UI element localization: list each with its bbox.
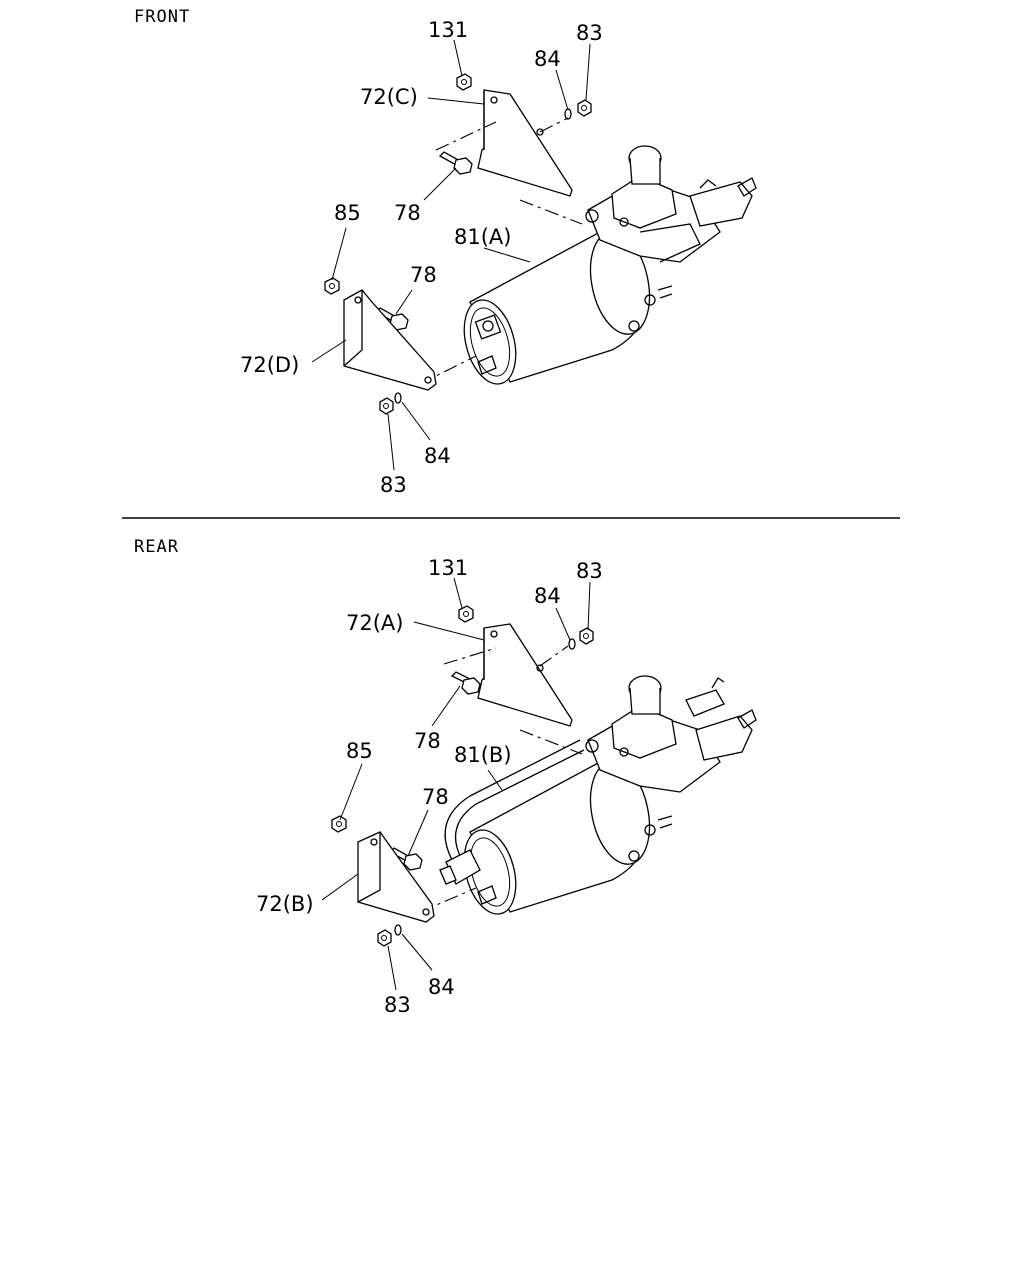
front-section: FRONT <box>134 7 757 497</box>
label-78-top: 78 <box>414 729 441 753</box>
label-84-bottom: 84 <box>424 444 451 468</box>
bolt-78-mid-front <box>374 307 409 331</box>
nut-83-top-rear <box>579 627 594 645</box>
washer-84-top-front <box>564 108 572 120</box>
bolt-78-top-rear <box>450 671 481 695</box>
label-78-mid: 78 <box>422 785 449 809</box>
washer-84-bottom-rear <box>394 924 402 936</box>
bracket-72c <box>477 89 573 197</box>
nut-83-bottom-front <box>379 397 394 415</box>
label-84-top: 84 <box>534 584 561 608</box>
starter-motor-front <box>463 145 757 385</box>
nut-85-rear <box>331 815 347 833</box>
label-72b: 72(B) <box>256 892 314 916</box>
washer-84-top-rear <box>568 638 576 650</box>
label-131: 131 <box>428 18 468 42</box>
label-72a: 72(A) <box>346 611 403 635</box>
label-85: 85 <box>346 739 373 763</box>
bracket-72a <box>477 623 573 727</box>
bracket-72d <box>343 289 437 391</box>
nut-131-rear <box>458 605 474 623</box>
nut-131-front <box>456 73 472 91</box>
label-83-top: 83 <box>576 21 603 45</box>
section-title-rear: REAR <box>134 537 179 557</box>
label-131: 131 <box>428 556 468 580</box>
bolt-78-top-front <box>438 151 473 175</box>
label-85: 85 <box>334 201 361 225</box>
nut-83-bottom-rear <box>377 929 392 947</box>
label-78-mid: 78 <box>410 263 437 287</box>
label-84-top: 84 <box>534 47 561 71</box>
nut-85-front <box>324 277 340 295</box>
bolt-78-mid-rear <box>388 847 423 871</box>
washer-84-bottom-front <box>394 392 402 404</box>
section-title-front: FRONT <box>134 7 190 27</box>
starter-motor-rear <box>439 675 757 915</box>
label-81a: 81(A) <box>454 225 511 249</box>
label-83-bottom: 83 <box>380 473 407 497</box>
rear-section: REAR <box>134 537 757 1017</box>
label-83-top: 83 <box>576 559 603 583</box>
label-84-bottom: 84 <box>428 975 455 999</box>
label-72c: 72(C) <box>360 85 418 109</box>
label-81b: 81(B) <box>454 743 512 767</box>
bracket-72b <box>357 831 435 923</box>
nut-83-top-front <box>577 99 592 117</box>
label-78-top: 78 <box>394 201 421 225</box>
label-83-bottom: 83 <box>384 993 411 1017</box>
label-72d: 72(D) <box>240 353 299 377</box>
